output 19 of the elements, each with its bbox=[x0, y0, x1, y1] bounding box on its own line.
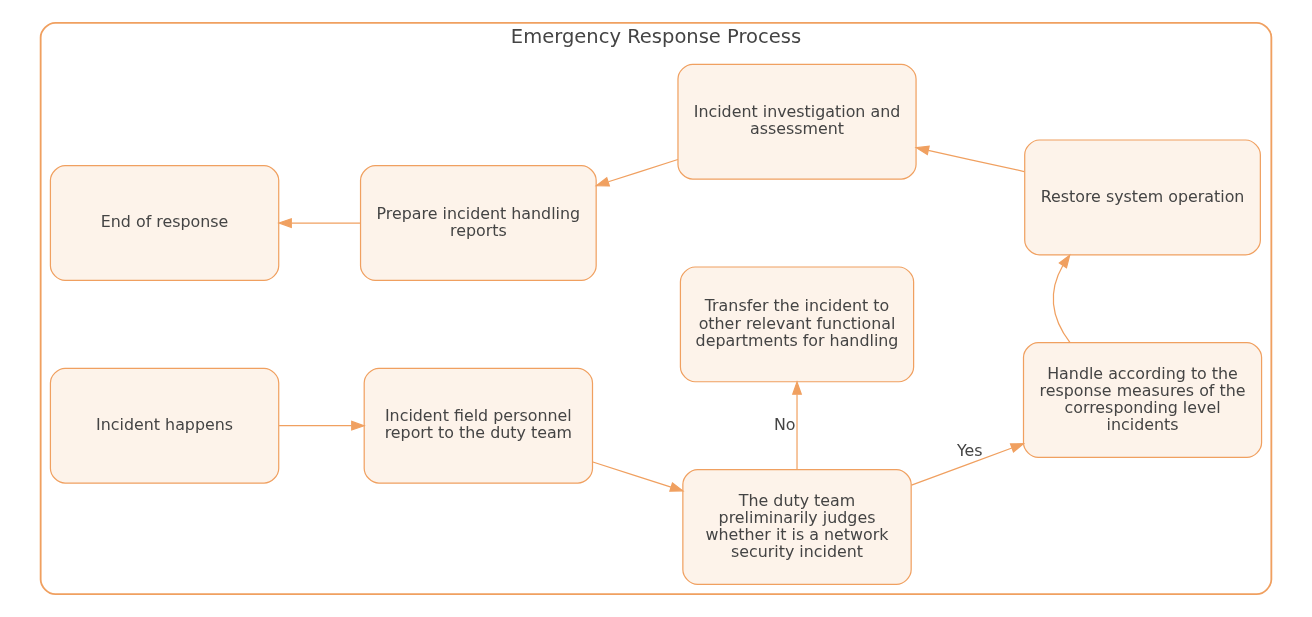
arrow bbox=[791, 380, 803, 471]
arrow bbox=[592, 461, 685, 492]
arrow bbox=[914, 145, 1025, 173]
arrow bbox=[1052, 253, 1071, 344]
node-box: End of response bbox=[49, 165, 280, 282]
node-box: Incident investigation and assessment bbox=[677, 63, 917, 180]
node-box: Transfer the incident to other relevant functional departments for handling bbox=[679, 266, 915, 383]
edge-label: No bbox=[774, 414, 796, 434]
arrow bbox=[278, 420, 366, 431]
arrow bbox=[594, 158, 679, 187]
arrow bbox=[277, 217, 361, 229]
node-box: Incident happens bbox=[49, 367, 280, 484]
node-box: Restore system operation bbox=[1024, 139, 1261, 256]
edge-label: Yes bbox=[956, 440, 983, 460]
arrow bbox=[910, 443, 1026, 486]
node-box: Handle according to the response measures of the corresponding level incidents bbox=[1022, 342, 1263, 459]
node-box: The duty team preliminarily judges whether it is a network security incident bbox=[682, 469, 912, 586]
node-box: Incident field personnel report to the duty team bbox=[363, 367, 594, 484]
node-box: Prepare incident handling reports bbox=[359, 165, 597, 282]
